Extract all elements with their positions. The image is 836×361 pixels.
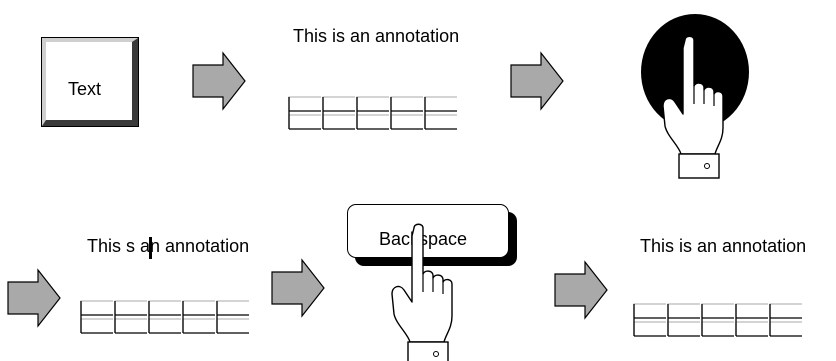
arrow-right-icon: [510, 52, 564, 110]
annotation-text-cursor: This s an annotation: [87, 237, 249, 255]
character-grid-icon: [633, 303, 803, 337]
backspace-key[interactable]: Backspace: [347, 204, 509, 258]
pointing-hand-icon: [391, 223, 453, 361]
text-cursor: [149, 237, 152, 259]
arrow-right-icon: [192, 52, 246, 110]
text-key[interactable]: Text: [41, 37, 139, 127]
character-grid-icon: [80, 300, 250, 334]
arrow-right-icon: [271, 259, 325, 317]
text-key-label: Text: [68, 79, 102, 99]
annotation-after-caret: s an annotation: [126, 236, 250, 256]
annotation-text-top: This is an annotation: [293, 26, 460, 46]
annotation-text-result: This is an annotation: [640, 236, 807, 256]
arrow-right-icon: [7, 269, 61, 327]
annotation-before-caret: This: [87, 236, 127, 256]
character-grid-icon: [288, 96, 458, 130]
arrow-right-icon: [554, 261, 608, 319]
